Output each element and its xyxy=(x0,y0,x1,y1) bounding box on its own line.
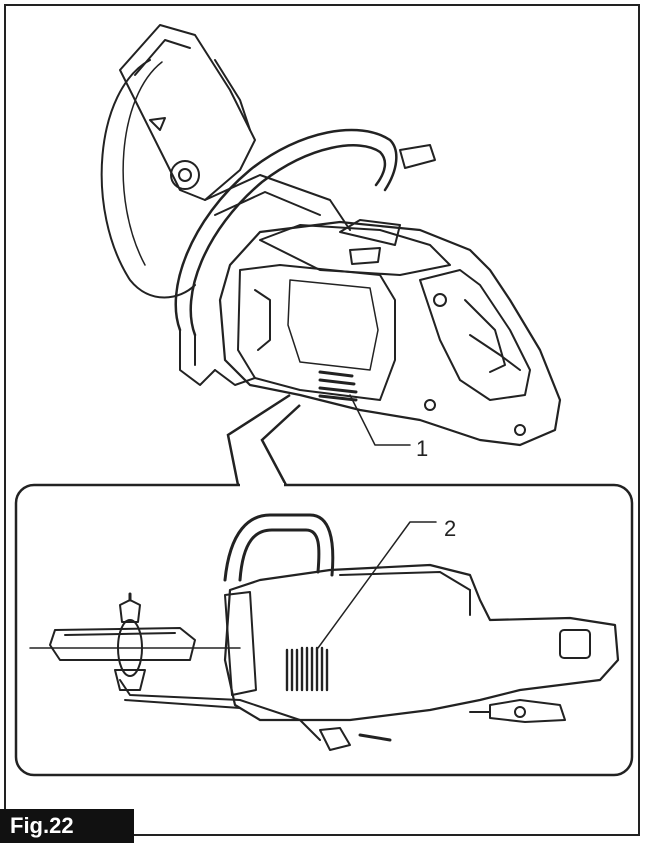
power-cutter-illustration xyxy=(100,24,562,447)
engine-body xyxy=(218,220,562,447)
callout-2-label: 2 xyxy=(444,516,457,541)
zoom-connector xyxy=(226,393,301,486)
cutter-arm xyxy=(204,174,351,231)
front-handle xyxy=(174,128,398,332)
side-vent-slots xyxy=(285,646,329,692)
blade-guard xyxy=(119,24,256,201)
figure-label: Fig.22 xyxy=(0,809,134,843)
vent-slots-icon xyxy=(318,370,358,402)
power-cutter-side-view xyxy=(29,513,620,751)
callout-1-label: 1 xyxy=(416,436,429,461)
cutting-disc xyxy=(100,59,196,299)
